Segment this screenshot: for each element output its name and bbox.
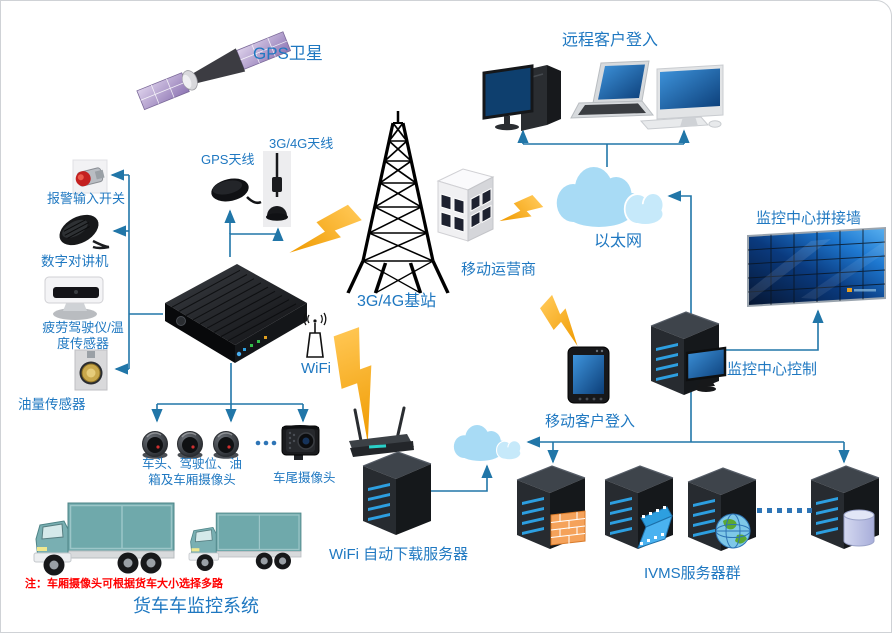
label-intercom: 数字对讲机 [41,254,109,269]
intercom-mic-icon [59,214,110,250]
truck-icon [188,512,302,571]
label-wifi: WiFi [301,360,331,377]
label-fuel-sensor: 油量传感器 [18,397,86,412]
fatigue-device-icon [44,276,104,320]
ethernet-cloud-icon [556,167,665,227]
diagram-title: 货车车监控系统 [133,596,259,616]
label-mobile-login: 移动客户登入 [545,413,636,430]
imac-icon [639,64,724,130]
label-base-station: 3G/4G基站 [357,293,437,310]
connector-lines [110,129,850,492]
alarm-button-icon [72,159,108,194]
label-gps-antenna: GPS天线 [201,152,255,167]
wifi-router-icon [349,406,414,457]
laptop-icon [570,60,655,119]
small-cloud-icon [453,425,522,461]
label-ethernet: 以太网 [594,233,643,250]
camera-ellipsis-dots [255,440,277,446]
wifi-antenna-icon [303,312,327,358]
gps-antenna-icon [211,178,262,205]
gps-satellite-icon [136,31,292,111]
telecom-building-icon [436,168,495,242]
firewall-icon [550,510,586,546]
label-center-control: 监控中心控制 [727,361,818,378]
label-ivms-cluster: IVMS服务器群 [644,565,741,582]
globe-icon [715,513,751,549]
film-strip-icon [637,506,673,549]
label-3g4g-antenna: 3G/4G天线 [269,136,334,151]
label-mobile-operator: 移动运营商 [461,261,537,278]
truck-icon [33,502,175,576]
label-rear-camera: 车尾摄像头 [273,471,336,485]
video-wall-icon [747,226,886,308]
label-video-wall: 监控中心拼接墙 [756,210,862,227]
fuel-sensor-icon [74,349,108,391]
server-tower-icon [362,451,432,536]
label-wifi-server: WiFi 自动下载服务器 [329,546,469,563]
diagram-note: 注：车厢摄像头可根据货车大小选择多路 [25,578,223,590]
desktop-pc-icon [482,64,561,131]
label-gps-satellite: GPS卫星 [253,44,323,63]
smartphone-icon [567,346,610,404]
control-server-icon [650,311,727,396]
label-front-cameras: 车头、驾驶位、油 箱及车厢摄像头 [141,457,242,487]
label-fatigue-sensor: 疲劳驾驶仪/温 度传感器 [42,320,124,352]
mdvr-icon [165,264,307,363]
ivms-servers [516,465,880,552]
cell-tower-icon [346,111,450,294]
3g4g-antenna-icon [263,151,291,227]
label-remote-login: 远程客户登入 [562,32,659,49]
dome-camera-icon [141,430,240,460]
server-ellipsis-dots [757,508,812,513]
rear-camera-icon [281,425,320,460]
database-icon [843,509,875,547]
control-monitor-icon [685,346,727,392]
label-alarm-switch: 报警输入开关 [47,191,126,206]
